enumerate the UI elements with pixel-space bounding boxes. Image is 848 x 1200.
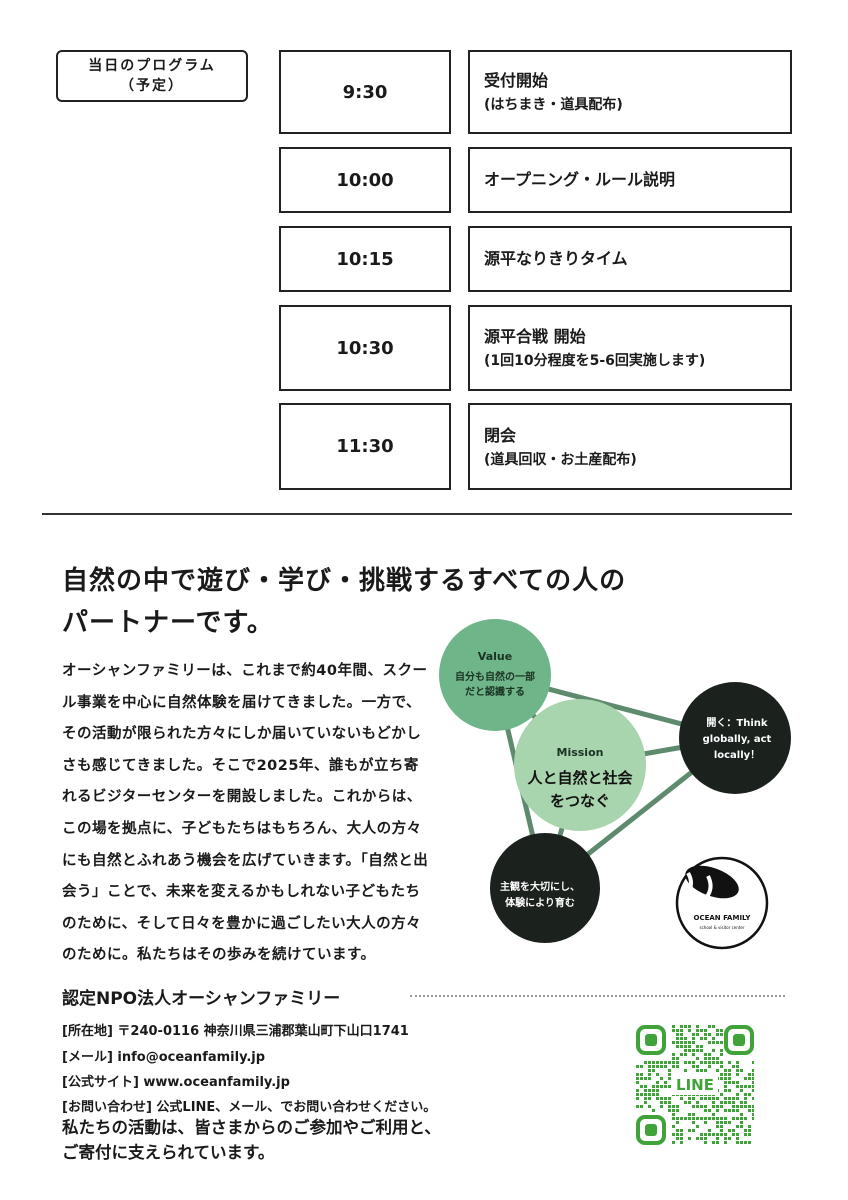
address: [所在地] 〒240-0116 神奈川県三浦郡葉山町下山口1741: [62, 1024, 409, 1039]
time-text: 10:15: [336, 248, 394, 270]
org-name: 認定NPO法人オーシャンファミリー: [62, 989, 341, 1009]
schedule-sub: (道具回収・お土産配布): [484, 451, 637, 468]
time-cell: 11:30: [279, 403, 451, 490]
time-cell: 10:00: [279, 147, 451, 213]
support-line: 私たちの活動は、皆さまからのご参加やご利用と、: [62, 1118, 441, 1137]
support-message: 私たちの活動は、皆さまからのご参加やご利用と、 ご寄付に支えられています。: [62, 1115, 441, 1165]
schedule-cell: 受付開始 (はちまき・道具配布): [468, 50, 792, 134]
time-text: 9:30: [342, 81, 388, 103]
line-qr-code[interactable]: LINE: [636, 1025, 754, 1145]
open-circle: [679, 682, 791, 794]
program-label-title: 当日のプログラム: [88, 58, 216, 74]
headline: 自然の中で遊び・学び・挑戦するすべての人の パートナーです。: [62, 560, 626, 644]
open-text: locally！: [714, 749, 760, 761]
time-text: 10:00: [336, 169, 394, 191]
value-title: Value: [478, 650, 512, 663]
mission-diagram: Value 自分も自然の一部 だと認識する Mission 人と自然と社会 をつ…: [439, 619, 791, 950]
experience-text: 体験により育む: [505, 896, 575, 909]
open-text: 開く：Think: [706, 717, 767, 729]
email[interactable]: [メール] info@oceanfamily.jp: [62, 1050, 266, 1065]
program-label: 当日のプログラム （予定）: [56, 50, 248, 102]
schedule-title: オープニング・ルール説明: [484, 170, 676, 189]
contact: [お問い合わせ] 公式LINE、メール、でお問い合わせください。: [62, 1100, 437, 1115]
value-circle: [439, 619, 551, 731]
schedule-title: 受付開始: [484, 71, 549, 90]
schedule-cell: 源平なりきりタイム: [468, 226, 792, 292]
website[interactable]: [公式サイト] www.oceanfamily.jp: [62, 1075, 290, 1090]
mission-text: をつなぐ: [550, 792, 610, 810]
qr-line-label: LINE: [676, 1076, 714, 1094]
time-cell: 9:30: [279, 50, 451, 134]
logo-subtext: school & visitor center: [700, 925, 745, 930]
schedule-cell: オープニング・ルール説明: [468, 147, 792, 213]
time-cell: 10:30: [279, 305, 451, 391]
time-text: 10:30: [336, 337, 394, 359]
time-cell: 10:15: [279, 226, 451, 292]
headline-line: パートナーです。: [62, 608, 274, 638]
logo-text: OCEAN FAMILY: [694, 914, 752, 922]
dotted-rule: [410, 995, 785, 997]
schedule-cell: 閉会 (道具回収・お土産配布): [468, 403, 792, 490]
ocean-family-logo: OCEAN FAMILY school & visitor center: [675, 856, 769, 950]
experience-circle: [490, 833, 600, 943]
section-divider: [42, 513, 792, 515]
program-label-note: （予定）: [120, 78, 184, 94]
mission-circle: [514, 699, 646, 831]
open-text: globally, act: [703, 734, 772, 745]
value-text: 自分も自然の一部: [455, 670, 535, 683]
schedule-title: 源平なりきりタイム: [484, 249, 628, 268]
time-text: 11:30: [336, 436, 394, 457]
intro-paragraph: オーシャンファミリーは、これまで約40年間、スクール事業を中心に自然体験を届けて…: [62, 663, 429, 964]
value-text: だと認識する: [465, 685, 525, 698]
experience-text: 主観を大切にし、: [500, 880, 580, 893]
mission-title: Mission: [557, 746, 604, 759]
support-line: ご寄付に支えられています。: [62, 1143, 275, 1162]
schedule-cell: 源平合戦 開始 (1回10分程度を5-6回実施します): [468, 305, 792, 391]
schedule-sub: (1回10分程度を5-6回実施します): [484, 353, 706, 369]
schedule-sub: (はちまき・道具配布): [484, 97, 623, 113]
schedule-title: 閉会: [484, 425, 517, 445]
mission-text: 人と自然と社会: [527, 769, 632, 787]
schedule-title: 源平合戦 開始: [484, 327, 586, 346]
headline-line: 自然の中で遊び・学び・挑戦するすべての人の: [62, 566, 627, 596]
